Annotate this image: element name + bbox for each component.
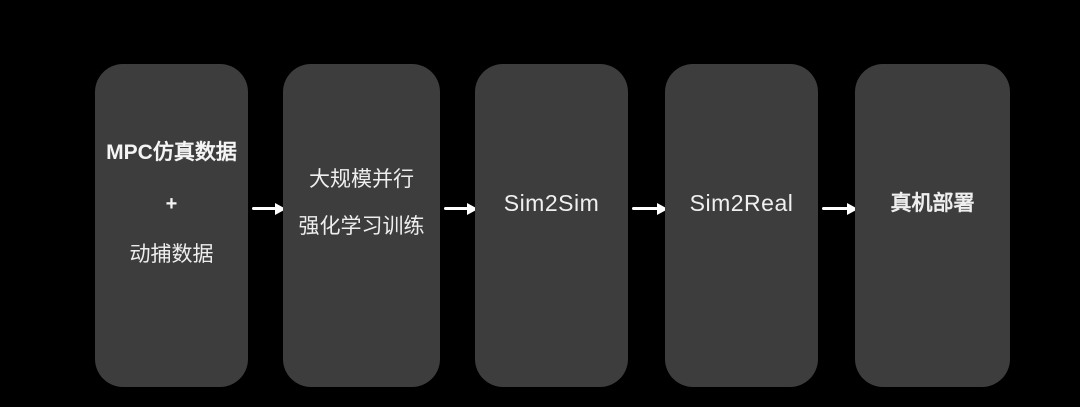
node-label-bold-part: 大 [309,168,330,191]
arrow-right-icon [822,207,848,210]
node-label-rest-part: 规模并行 [330,168,414,191]
node-label: Sim2Sim [503,190,600,216]
arrow-right-icon [632,207,658,210]
flow-node-rl-training: 大规模并行 强化学习训练 [283,64,440,387]
node-label-line: 动捕数据 [129,242,214,266]
node-label: Sim2Real [689,190,794,216]
node-label-line: 强化学习训练 [298,215,425,238]
flow-node-sim2real: Sim2Real [665,64,818,387]
node-label-line: 大规模并行 [309,165,414,195]
arrow-right-icon [444,207,468,210]
arrow-right-icon [252,207,276,210]
plus-sign: + [165,192,178,215]
node-label: 真机部署 [890,191,975,215]
flow-node-training-data: MPC仿真数据 + 动捕数据 [95,64,248,387]
flow-node-sim2sim: Sim2Sim [475,64,628,387]
flow-node-real-deployment: 真机部署 [855,64,1010,387]
node-label-line: MPC仿真数据 [106,140,237,164]
